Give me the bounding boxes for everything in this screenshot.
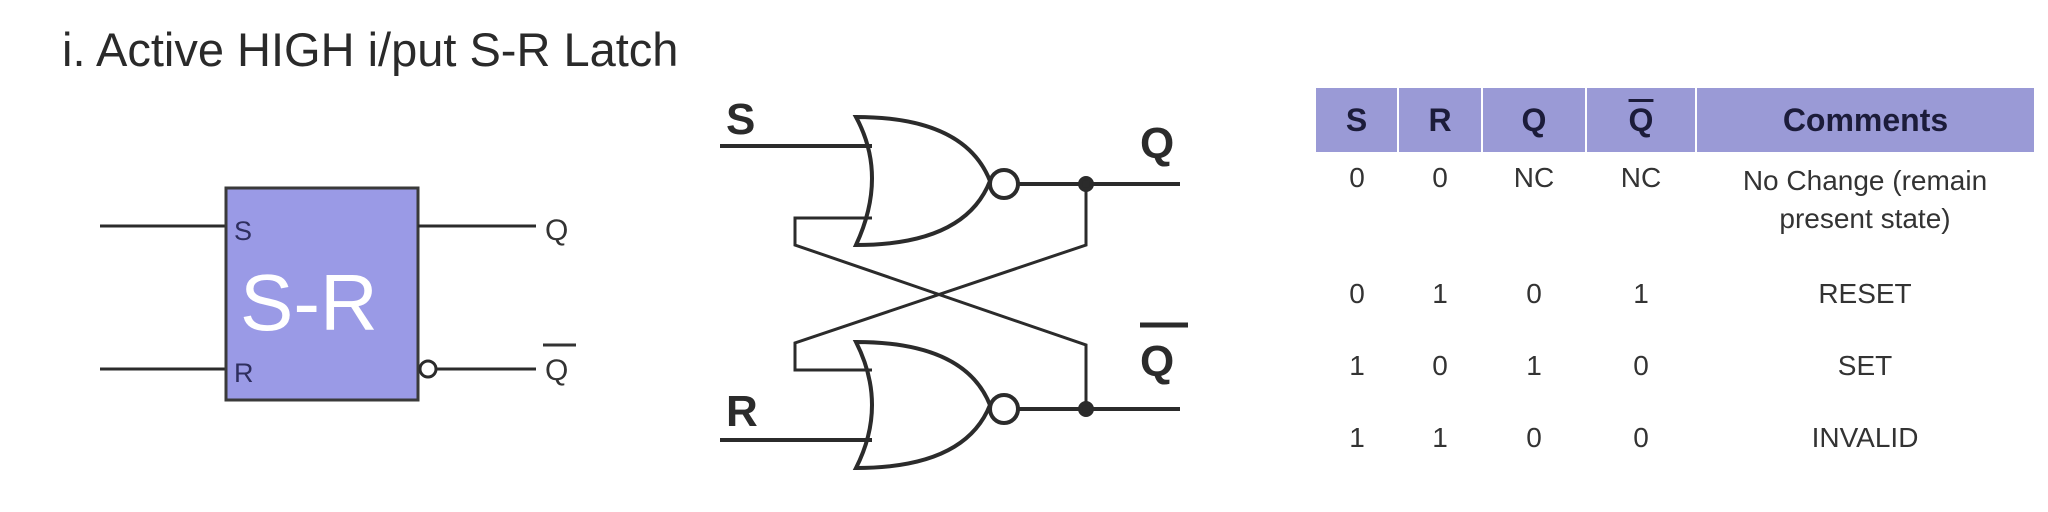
header-r: R [1398, 88, 1483, 152]
cell-s: 1 [1349, 422, 1365, 453]
block-s-label: S [234, 216, 252, 246]
block-q-label: Q [545, 214, 568, 247]
cell-r: 1 [1432, 278, 1448, 309]
header-comments: Comments [1696, 88, 2034, 152]
block-qbar-label: Q [545, 354, 568, 387]
cell-r: 0 [1432, 350, 1448, 381]
nor-gate-latch [720, 114, 1180, 471]
header-qbar: Q [1586, 88, 1697, 152]
sr-block-symbol: S R S-R Q Q [100, 186, 576, 402]
q-junction-dot [1078, 176, 1094, 192]
header-s: S [1316, 88, 1399, 152]
cell-q: NC [1513, 162, 1555, 193]
lower-nor-gate [852, 339, 993, 471]
cell-qbar: 1 [1633, 278, 1649, 309]
cell-qbar: NC [1620, 162, 1662, 193]
gate-s-label: S [726, 95, 755, 144]
sr-block [224, 186, 420, 402]
feedback-wire-qbar-to-upper [793, 216, 1088, 409]
latch-diagrams: S R S-R Q Q S R Q Q [100, 95, 1188, 471]
cell-s: 0 [1349, 162, 1365, 193]
cell-s: 1 [1349, 350, 1365, 381]
feedback-wire-q-to-lower [793, 184, 1088, 372]
gate-r-label: R [726, 387, 758, 436]
cell-q: 1 [1526, 350, 1542, 381]
block-center-label: S-R [240, 258, 378, 347]
cell-comment: SET [1837, 350, 1893, 381]
cell-qbar: 0 [1633, 422, 1649, 453]
cell-q: 0 [1526, 422, 1542, 453]
cell-r: 0 [1432, 162, 1448, 193]
cell-comment: INVALID [1811, 422, 1919, 453]
gate-qbar-label: Q [1140, 337, 1174, 386]
truth-table-container: S R Q Q Comments 0 0 NC NC No Change (re… [1316, 88, 2034, 478]
block-r-label: R [234, 358, 254, 388]
truth-table-header-row: S R Q Q Comments [1316, 88, 2034, 152]
cell-qbar: 0 [1633, 350, 1649, 381]
gate-q-label: Q [1140, 119, 1174, 168]
upper-nor-gate [852, 114, 993, 248]
table-row: 0 0 NC NC No Change (remain present stat… [1316, 152, 2034, 270]
cell-comment: No Change (remain present state) [1742, 165, 1988, 234]
cell-s: 0 [1349, 278, 1365, 309]
cell-r: 1 [1432, 422, 1448, 453]
cell-q: 0 [1526, 278, 1542, 309]
diagram-title: i. Active HIGH i/put S-R Latch [62, 23, 679, 76]
truth-table: S R Q Q Comments 0 0 NC NC No Change (re… [1316, 88, 2034, 478]
upper-nor-bubble [988, 168, 1020, 200]
qbar-junction-dot [1078, 401, 1094, 417]
table-row: 1 0 1 0 SET [1316, 342, 2034, 414]
table-row: 1 1 0 0 INVALID [1316, 414, 2034, 478]
lower-nor-bubble [988, 393, 1020, 425]
block-inversion-bubble [418, 359, 438, 379]
cell-comment: RESET [1818, 278, 1912, 309]
header-q: Q [1482, 88, 1587, 152]
table-row: 0 1 0 1 RESET [1316, 270, 2034, 342]
